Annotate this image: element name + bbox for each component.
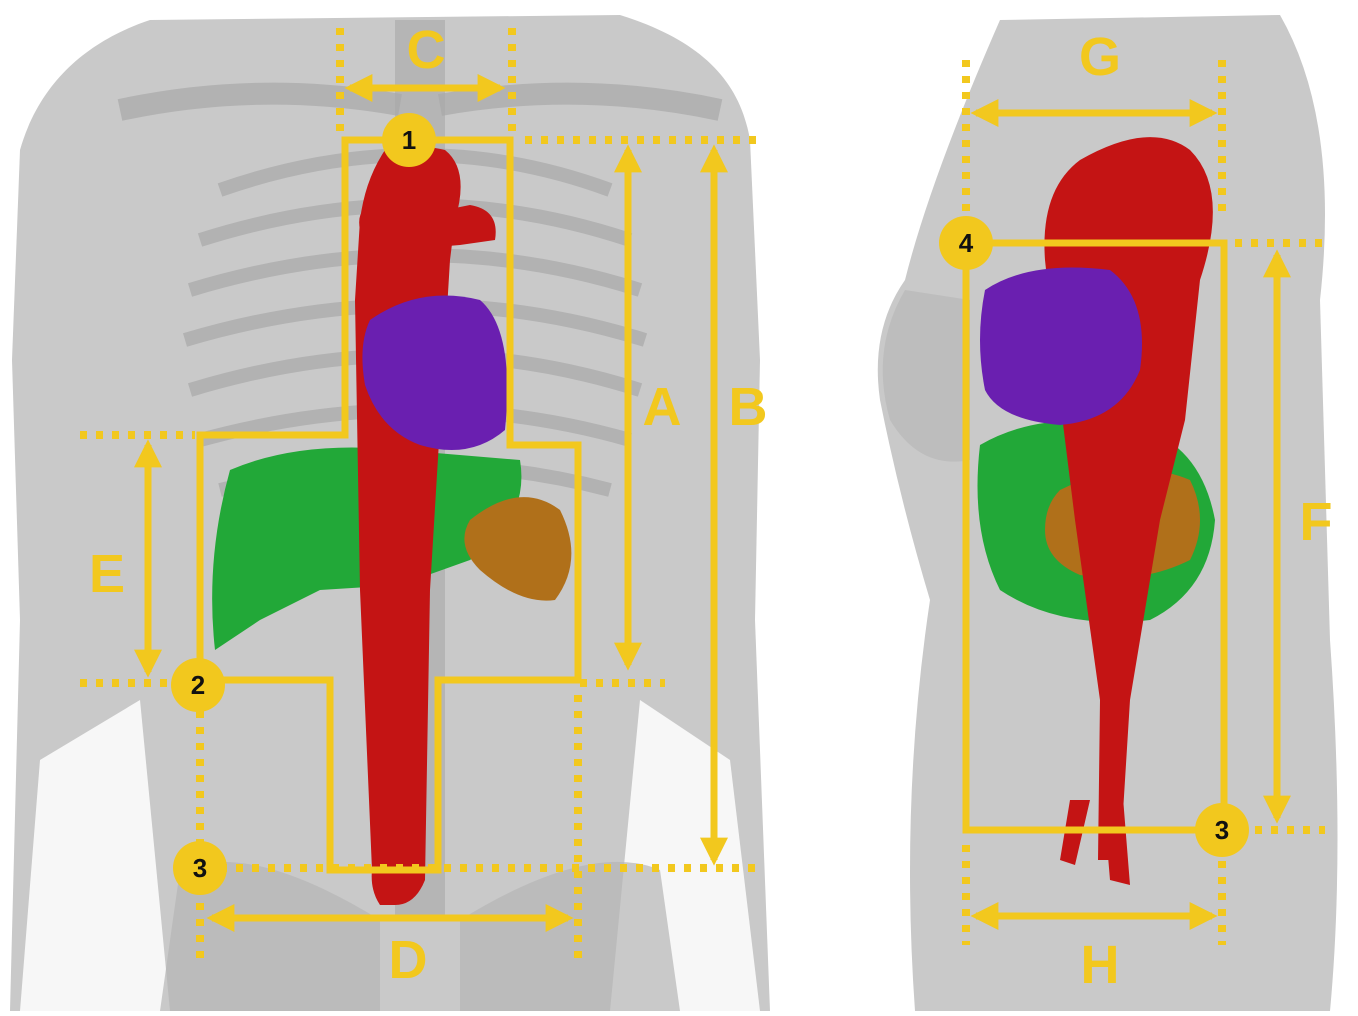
dim-e-label: E: [89, 544, 125, 604]
dim-d-label: D: [389, 930, 428, 990]
svg-text:2: 2: [191, 670, 205, 700]
svg-text:4: 4: [959, 228, 974, 258]
front-view: C A B E D 1 2 3: [10, 15, 770, 1011]
side-point-4: 4: [939, 216, 993, 270]
dim-b-label: B: [729, 377, 768, 437]
svg-text:1: 1: [402, 125, 416, 155]
front-point-1: 1: [382, 113, 436, 167]
side-point-3: 3: [1195, 803, 1249, 857]
front-point-2: 2: [171, 658, 225, 712]
dim-f-label: F: [1300, 492, 1333, 552]
dim-a-label: A: [643, 377, 682, 437]
front-point-3: 3: [173, 841, 227, 895]
dim-g-label: G: [1079, 27, 1121, 87]
svg-text:3: 3: [193, 853, 207, 883]
dim-c-label: C: [407, 20, 446, 80]
side-view: G F H 4 3: [878, 15, 1338, 1011]
side-heart: [980, 268, 1142, 426]
dim-h-label: H: [1081, 935, 1120, 995]
svg-text:3: 3: [1215, 815, 1229, 845]
